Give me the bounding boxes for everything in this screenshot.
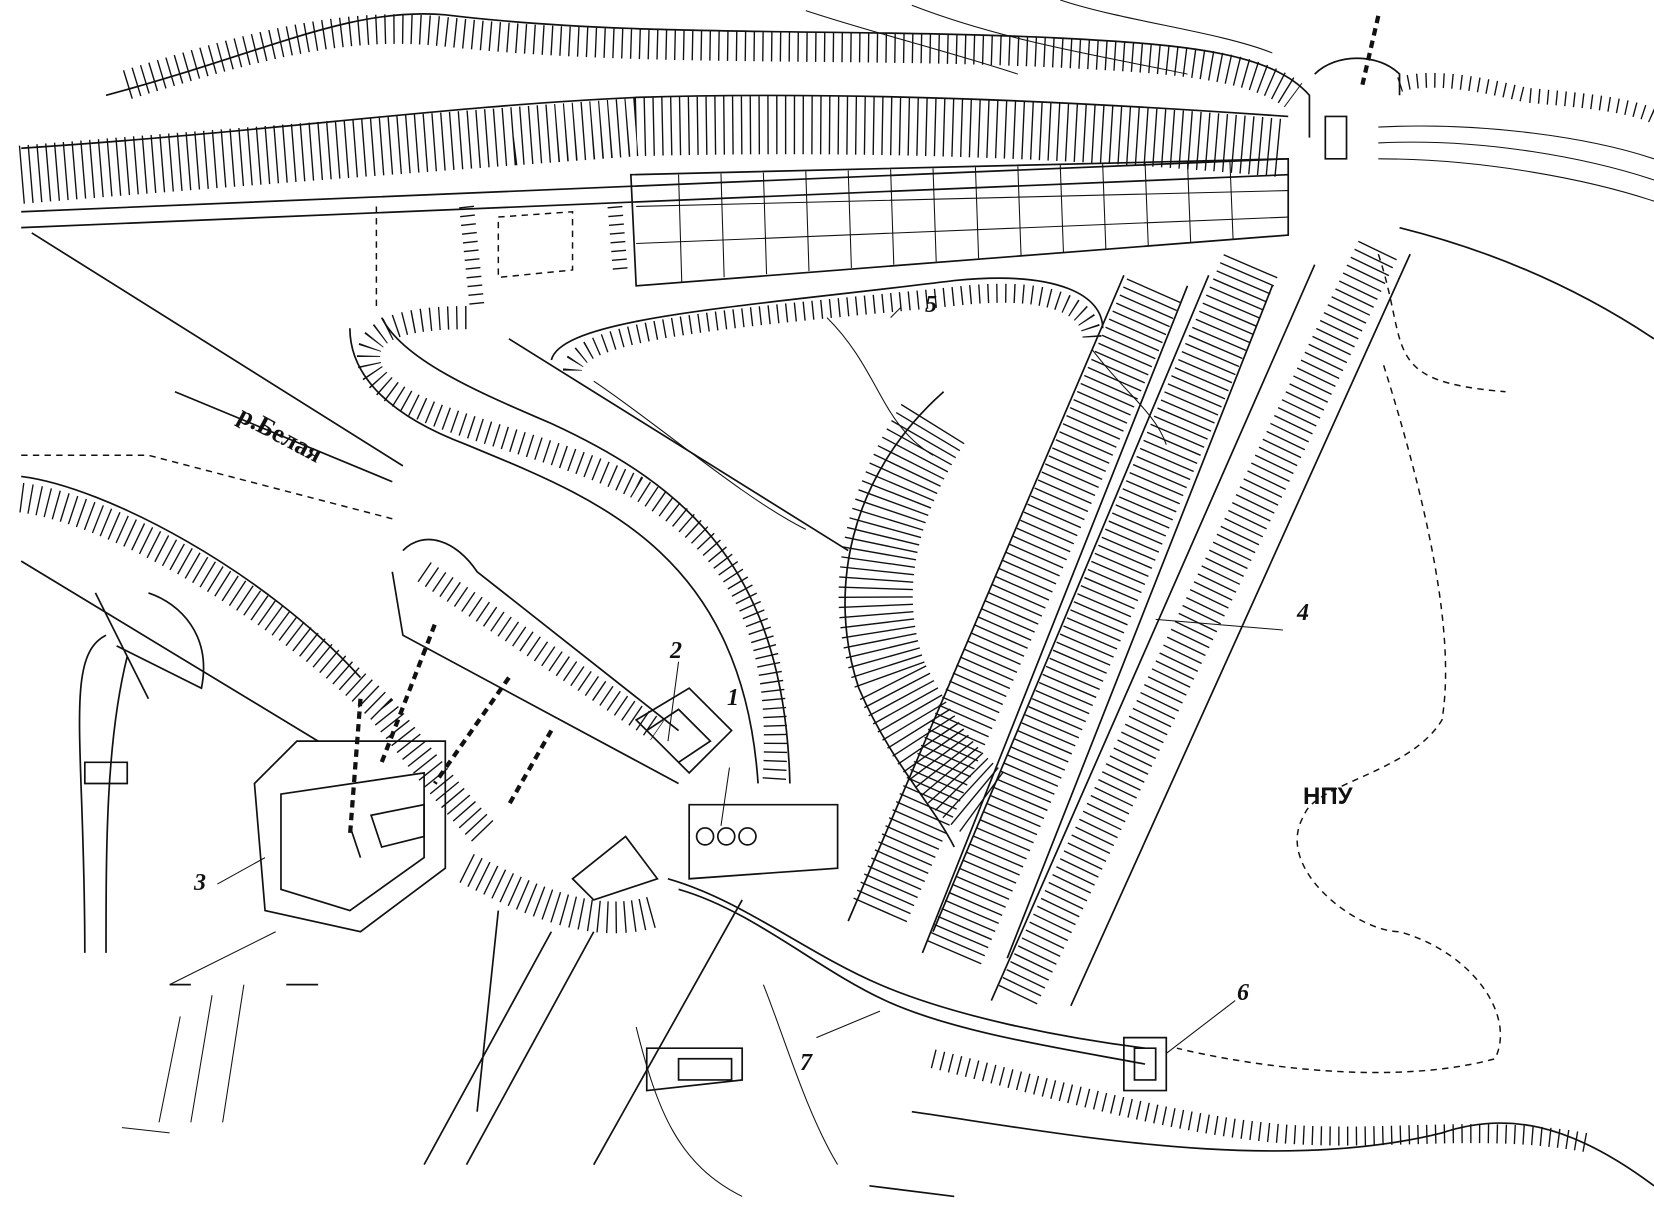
powerhouse-complex bbox=[19, 454, 839, 934]
callout-1: 1 bbox=[727, 685, 739, 711]
inner-channel-slope bbox=[562, 283, 1102, 373]
upper-hill-slope bbox=[122, 14, 1303, 108]
left-embankment-slope bbox=[19, 482, 499, 847]
spillway-dam-5 bbox=[375, 157, 1290, 308]
callout-6: 6 bbox=[1237, 980, 1249, 1006]
npu-label: НПУ bbox=[1303, 783, 1353, 810]
callout-7: 7 bbox=[800, 1050, 812, 1076]
earth-dam-4 bbox=[847, 239, 1411, 1007]
callout-3: 3 bbox=[194, 870, 206, 896]
callout-4: 4 bbox=[1297, 600, 1309, 626]
callout-5: 5 bbox=[925, 292, 937, 318]
dam-embankment bbox=[18, 96, 1286, 204]
npu-boundary bbox=[1176, 253, 1506, 1074]
callout-2: 2 bbox=[670, 638, 682, 664]
